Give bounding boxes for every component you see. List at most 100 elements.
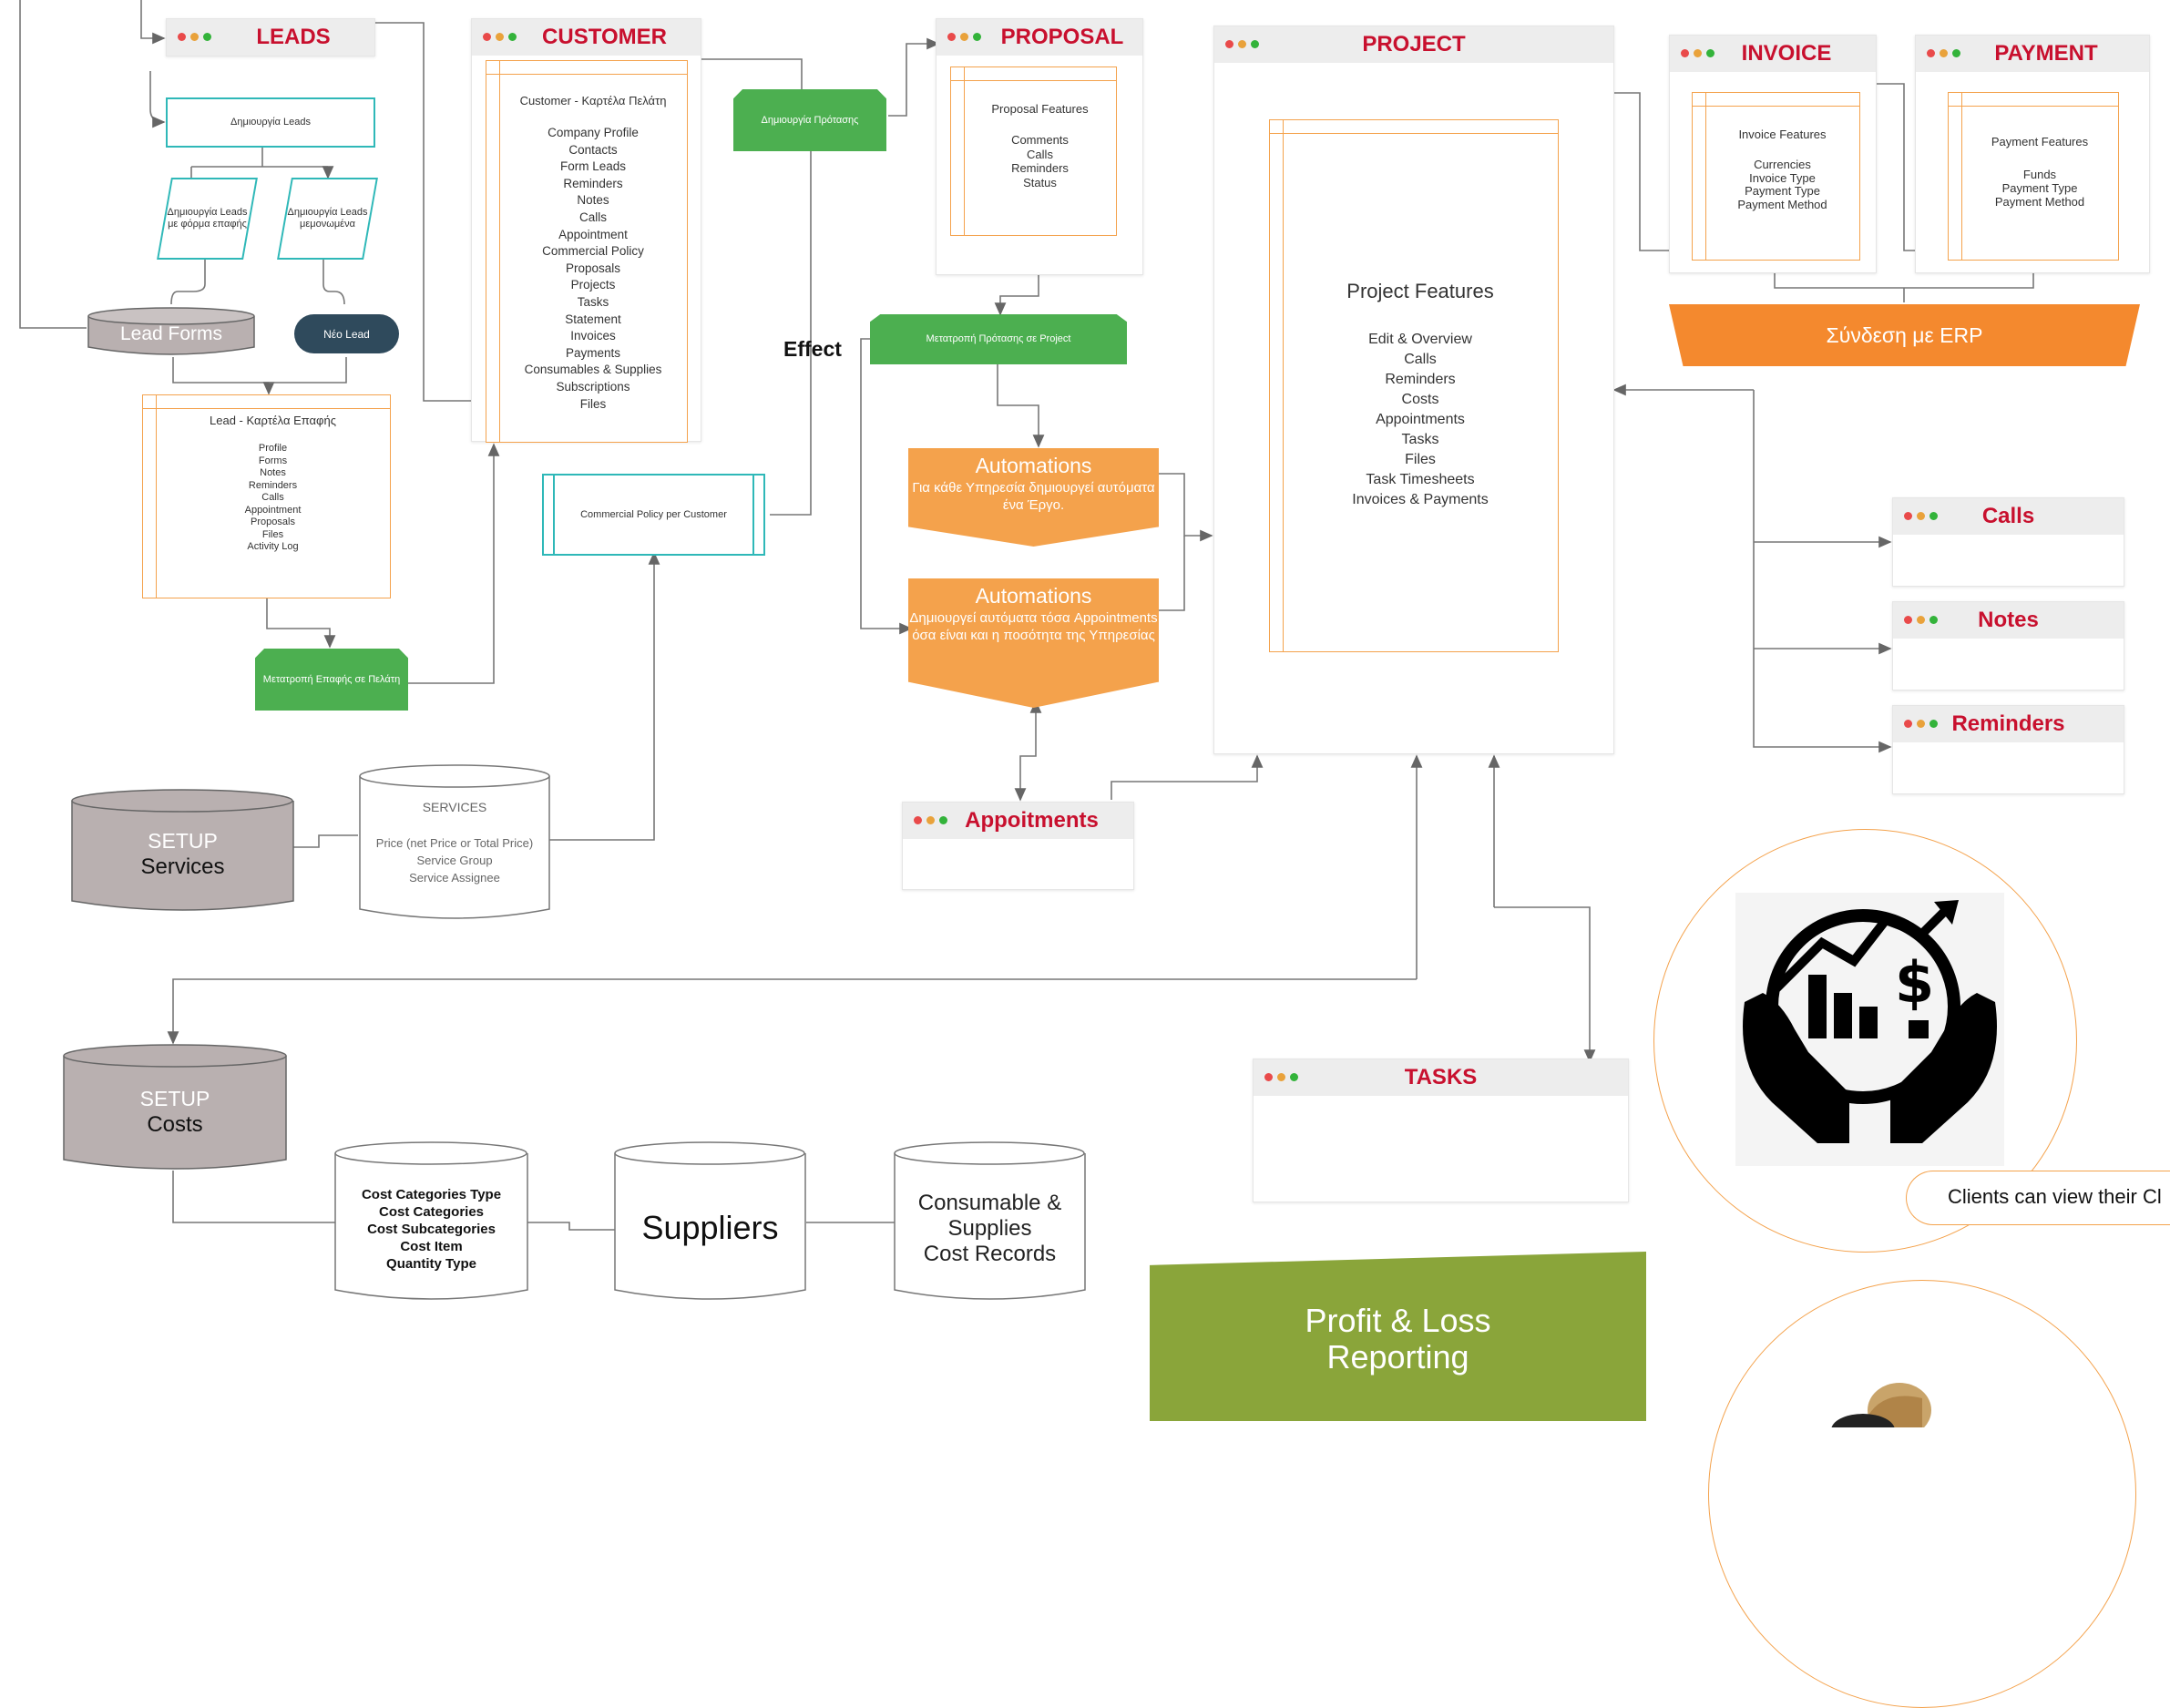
person-avatar-icon — [1831, 1376, 1931, 1427]
project-window-header: PROJECT — [1214, 26, 1613, 63]
lead-manual-parallelogram: Δημιουργία Leads μεμονωμένα — [277, 178, 378, 260]
list-item: Cost Categories Type — [361, 1187, 502, 1202]
list-item: Statement — [565, 312, 621, 326]
list-item: Invoices — [570, 329, 616, 343]
list-item: Tasks — [577, 294, 609, 309]
convert-lead-to-customer-button[interactable]: Μετατροπή Επαφής σε Πελάτη — [255, 649, 408, 711]
profit-loss-line2: Reporting — [1326, 1338, 1469, 1376]
commercial-policy-box[interactable]: Commercial Policy per Customer — [542, 474, 765, 556]
setup-services-line2: Services — [140, 854, 225, 879]
leads-title: LEADS — [256, 25, 331, 49]
list-item: Files — [1405, 452, 1436, 467]
list-item: Task Timesheets — [1366, 472, 1475, 487]
window-control-dots — [914, 816, 957, 825]
appointments-window-header: Appoitments — [903, 803, 1133, 839]
calls-window-header: Calls — [1893, 498, 2124, 535]
profit-loss-line1: Profit & Loss — [1305, 1302, 1491, 1339]
tasks-window-header: TASKS — [1254, 1059, 1628, 1096]
automation-project-box: Automations Για κάθε Υπηρεσία δημιουργεί… — [908, 448, 1159, 547]
tasks-window[interactable]: TASKS — [1253, 1059, 1629, 1202]
customer-card-title: Customer - Καρτέλα Πελάτη — [519, 94, 667, 107]
lead-form-parallelogram: Δημιουργία Leads με φόρμα επαφής — [157, 178, 258, 260]
list-item: Activity Log — [247, 541, 299, 552]
list-item: Tasks — [1401, 432, 1439, 447]
invoice-title: INVOICE — [1741, 41, 1832, 66]
convert-proposal-to-project-button[interactable]: Μετατροπή Πρότασης σε Project — [870, 314, 1127, 364]
list-item: Cost Subcategories — [367, 1222, 496, 1237]
list-item: Form Leads — [559, 159, 627, 174]
profit-loss-reporting-box[interactable]: Profit & Loss Reporting — [1150, 1252, 1646, 1421]
list-item: Notes — [260, 467, 286, 478]
client-portal-circle — [1653, 829, 2077, 1253]
lead-forms-database[interactable]: Lead Forms — [87, 305, 256, 360]
project-features-title: Project Features — [1346, 280, 1494, 302]
window-control-dots — [1225, 40, 1269, 49]
list-item: Forms — [258, 455, 288, 466]
calls-window[interactable]: Calls — [1892, 497, 2124, 587]
customer-card: Customer - Καρτέλα Πελάτη Company Profil… — [486, 60, 688, 443]
list-item: Commercial Policy — [542, 244, 644, 259]
setup-costs-database[interactable]: SETUP Costs — [62, 1043, 288, 1175]
list-item: Currencies — [1754, 158, 1811, 171]
person-circle — [1708, 1280, 2136, 1708]
appointments-window[interactable]: Appoitments — [902, 802, 1134, 890]
setup-services-database[interactable]: SETUP Services — [70, 788, 295, 915]
customer-window[interactable]: CUSTOMER Customer - Καρτέλα Πελάτη Compa… — [471, 18, 701, 443]
list-item: Proposals — [565, 261, 621, 275]
services-database[interactable]: SERVICES Price (net Price or Total Price… — [358, 763, 551, 923]
leads-window-header: LEADS — [167, 19, 374, 56]
list-item: Payment Method — [1737, 197, 1827, 211]
window-control-dots — [947, 33, 991, 42]
list-item: Reminders — [563, 176, 623, 190]
erp-connection-banner[interactable]: Σύνδεση με ERP — [1669, 304, 2140, 366]
list-item: Payment Type — [1745, 184, 1820, 198]
list-item: Edit & Overview — [1368, 332, 1472, 347]
list-item: Reminders — [1385, 372, 1456, 387]
window-control-dots — [1904, 512, 1948, 521]
list-item: Payment Type — [2001, 181, 2078, 195]
list-item: Reminders — [1011, 161, 1069, 175]
list-item: Proposals — [251, 516, 295, 527]
project-window[interactable]: PROJECT Project Features Edit & Overview… — [1213, 26, 1614, 754]
invoice-card-title: Invoice Features — [1738, 128, 1827, 141]
lead-manual-parallelogram-label: Δημιουργία Leads μεμονωμένα — [287, 207, 368, 230]
list-item: Payment Method — [1994, 195, 2085, 209]
window-control-dots — [1927, 49, 1970, 58]
connector-lines — [19, 0, 2034, 1231]
leads-window[interactable]: LEADS — [166, 18, 375, 56]
hands-holding-chart-dollar-icon: $ — [1735, 893, 2004, 1166]
new-lead-button[interactable]: Νέο Lead — [294, 314, 399, 353]
notes-window-header: Notes — [1893, 602, 2124, 639]
list-item: Service Assignee — [409, 871, 500, 885]
reminders-window-header: Reminders — [1893, 706, 2124, 742]
list-item: Appointment — [558, 227, 628, 241]
create-leads-box[interactable]: Δημιουργία Leads — [166, 97, 375, 148]
invoice-window-header: INVOICE — [1670, 36, 1876, 72]
list-item: Payments — [565, 345, 621, 360]
list-item: Cost Records — [923, 1242, 1057, 1266]
notes-window[interactable]: Notes — [1892, 601, 2124, 690]
reminders-window[interactable]: Reminders — [1892, 705, 2124, 794]
list-item: Notes — [577, 193, 609, 208]
payment-card-title: Payment Features — [1991, 135, 2089, 148]
svg-text:$: $ — [1895, 949, 1934, 1016]
payment-window-header: PAYMENT — [1916, 36, 2149, 72]
suppliers-database[interactable]: Suppliers — [613, 1140, 807, 1304]
list-item: Invoice Type — [1749, 170, 1816, 185]
list-item: Price (net Price or Total Price) — [375, 836, 534, 850]
crm-workflow-diagram: LEADS Δημιουργία Leads Δημιουργία Leads … — [19, 0, 2170, 1708]
create-proposal-button[interactable]: Δημιουργία Πρότασης — [733, 89, 886, 151]
list-item: Cost Item — [400, 1239, 463, 1254]
customer-window-header: CUSTOMER — [472, 19, 701, 56]
